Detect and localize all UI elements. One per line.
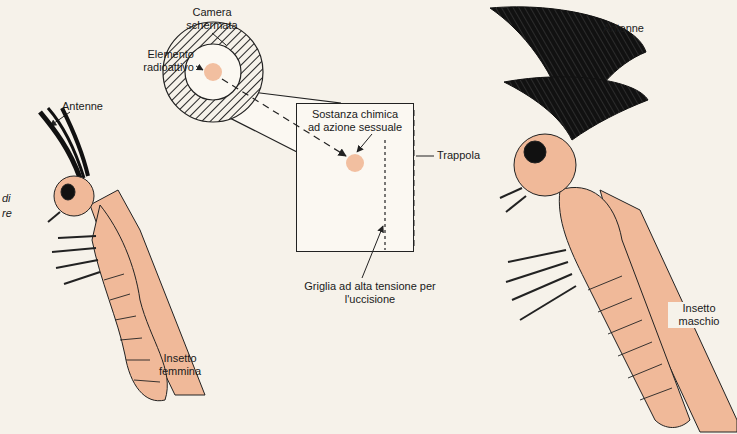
label: di	[2, 192, 22, 205]
label: re	[2, 207, 22, 220]
label: Griglia ad alta tensione per l'uccisione	[300, 280, 440, 306]
male-insect	[490, 7, 737, 432]
label: Antenne	[62, 100, 122, 113]
label: Elemento radioattivo	[122, 48, 194, 74]
label: Insetto maschio	[668, 302, 730, 328]
trap-box: Sostanza chimica ad azione sessuale	[296, 103, 414, 252]
node-text: Sostanza chimica ad azione sessuale	[297, 104, 413, 134]
kill-grid	[384, 140, 385, 250]
label: Camera schermata	[172, 6, 252, 32]
radioactive-element	[204, 63, 222, 81]
label: Trappola	[437, 149, 507, 162]
label: Insetto femmina	[150, 352, 210, 378]
label: Antenne	[603, 22, 663, 35]
chemical-dot	[346, 154, 364, 172]
